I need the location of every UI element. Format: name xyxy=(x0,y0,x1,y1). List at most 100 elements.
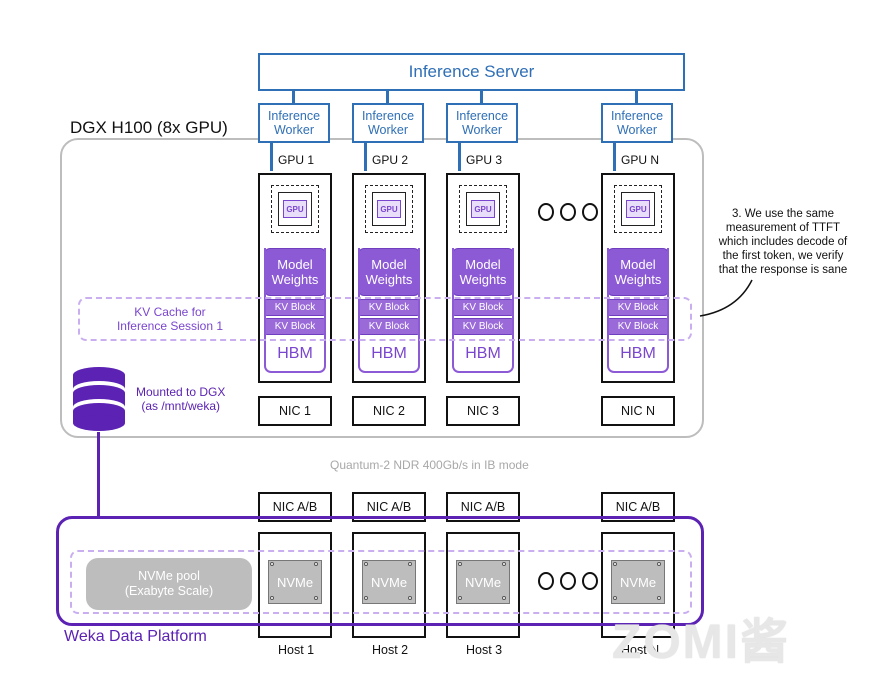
screw-dot xyxy=(502,562,506,566)
ellipsis-dot xyxy=(538,203,554,221)
network-label: Quantum-2 NDR 400Gb/s in IB mode xyxy=(330,458,529,472)
nic-box: NIC 1 xyxy=(258,396,332,426)
model-weights: Model Weights xyxy=(358,248,420,296)
nvme-label: NVMe xyxy=(276,574,314,590)
host-label: Host 1 xyxy=(278,643,315,657)
kv-block-label: KV Block xyxy=(368,321,410,332)
host-label: Host N xyxy=(621,643,660,657)
inference-worker-box: Inference Worker xyxy=(446,103,518,143)
weka-box xyxy=(56,516,704,626)
host-label: Host 2 xyxy=(372,643,409,657)
inference-server-box: Inference Server xyxy=(258,53,685,91)
server-worker-connector xyxy=(635,91,638,103)
kv-block-label: KV Block xyxy=(617,302,659,313)
screw-dot xyxy=(458,596,462,600)
server-worker-connector xyxy=(480,91,483,103)
nic-label: NIC 1 xyxy=(279,404,311,418)
hbm-label: HBM xyxy=(371,345,407,362)
model-weights-label: Model Weights xyxy=(365,257,413,287)
server-worker-connector xyxy=(386,91,389,103)
ellipsis-dot xyxy=(560,203,576,221)
inference-worker-box: Inference Worker xyxy=(352,103,424,143)
nvme-drive: NVMe xyxy=(268,560,322,604)
model-weights: Model Weights xyxy=(607,248,669,296)
db-weka-connector xyxy=(97,432,100,518)
screw-dot xyxy=(314,596,318,600)
nic-label: NIC 2 xyxy=(373,404,405,418)
gpu-chip-text: GPU xyxy=(474,204,492,214)
worker-gpu-connector xyxy=(270,143,273,171)
nvme-label: NVMe xyxy=(370,574,408,590)
kv-cache-band xyxy=(78,297,692,341)
hbm-label: HBM xyxy=(620,345,656,362)
worker-gpu-connector xyxy=(364,143,367,171)
annotation-text: 3. We use the same measurement of TTFT w… xyxy=(718,208,848,276)
gpu-chip xyxy=(365,185,413,233)
nvme-drive: NVMe xyxy=(362,560,416,604)
screw-dot xyxy=(657,596,661,600)
ellipsis-dot xyxy=(560,572,576,590)
nic-ab-label: NIC A/B xyxy=(272,500,318,514)
inference-worker-box: Inference Worker xyxy=(601,103,673,143)
screw-dot xyxy=(613,562,617,566)
worker-gpu-connector xyxy=(613,143,616,171)
annotation-pointer xyxy=(699,279,753,317)
nvme-drive: NVMe xyxy=(611,560,665,604)
screw-dot xyxy=(270,596,274,600)
host-label: Host 3 xyxy=(466,643,503,657)
host-ellipsis xyxy=(538,572,598,592)
gpu-chip xyxy=(614,185,662,233)
hbm-box: HBM xyxy=(264,337,326,373)
hbm-label: HBM xyxy=(277,345,313,362)
kv-block-label: KV Block xyxy=(617,321,659,332)
screw-dot xyxy=(408,562,412,566)
model-weights-label: Model Weights xyxy=(271,257,319,287)
kv-cache-label: KV Cache for Inference Session 1 xyxy=(116,305,224,333)
gpu-chip-label: GPU xyxy=(377,200,401,218)
model-weights-label: Model Weights xyxy=(614,257,662,287)
screw-dot xyxy=(270,562,274,566)
nvme-pool: NVMe pool (Exabyte Scale) xyxy=(86,558,252,610)
model-weights-label: Model Weights xyxy=(459,257,507,287)
gpu-chip-text: GPU xyxy=(629,204,647,214)
gpu-chip-core: GPU xyxy=(466,192,500,226)
gpu-ellipsis xyxy=(538,203,598,223)
gpu-label: GPU N xyxy=(621,153,660,167)
kv-block-label: KV Block xyxy=(462,302,504,313)
hbm-label: HBM xyxy=(465,345,501,362)
gpu-label: GPU 1 xyxy=(278,153,315,167)
database-icon xyxy=(73,367,125,431)
screw-dot xyxy=(502,596,506,600)
ellipsis-dot xyxy=(582,572,598,590)
gpu-chip-label: GPU xyxy=(283,200,307,218)
inference-worker-box: Inference Worker xyxy=(258,103,330,143)
gpu-chip-core: GPU xyxy=(372,192,406,226)
gpu-chip-label: GPU xyxy=(471,200,495,218)
inference-worker-label: Inference Worker xyxy=(610,109,664,137)
gpu-chip xyxy=(459,185,507,233)
model-weights: Model Weights xyxy=(452,248,514,296)
gpu-chip-text: GPU xyxy=(380,204,398,214)
model-weights: Model Weights xyxy=(264,248,326,296)
server-worker-connector xyxy=(292,91,295,103)
screw-dot xyxy=(657,562,661,566)
screw-dot xyxy=(613,596,617,600)
worker-gpu-connector xyxy=(458,143,461,171)
gpu-label: GPU 3 xyxy=(466,153,503,167)
nvme-label: NVMe xyxy=(464,574,502,590)
inference-worker-label: Inference Worker xyxy=(455,109,509,137)
weka-label: Weka Data Platform xyxy=(64,628,207,645)
kv-block-label: KV Block xyxy=(368,302,410,313)
hbm-box: HBM xyxy=(452,337,514,373)
hbm-box: HBM xyxy=(358,337,420,373)
nvme-pool-label: NVMe pool (Exabyte Scale) xyxy=(124,569,214,598)
screw-dot xyxy=(458,562,462,566)
nic-box: NIC N xyxy=(601,396,675,426)
nic-ab-label: NIC A/B xyxy=(366,500,412,514)
screw-dot xyxy=(364,562,368,566)
inference-worker-label: Inference Worker xyxy=(361,109,415,137)
screw-dot xyxy=(314,562,318,566)
gpu-label: GPU 2 xyxy=(372,153,409,167)
nvme-label: NVMe xyxy=(619,574,657,590)
watermark: ZOMI酱 xyxy=(612,616,790,669)
